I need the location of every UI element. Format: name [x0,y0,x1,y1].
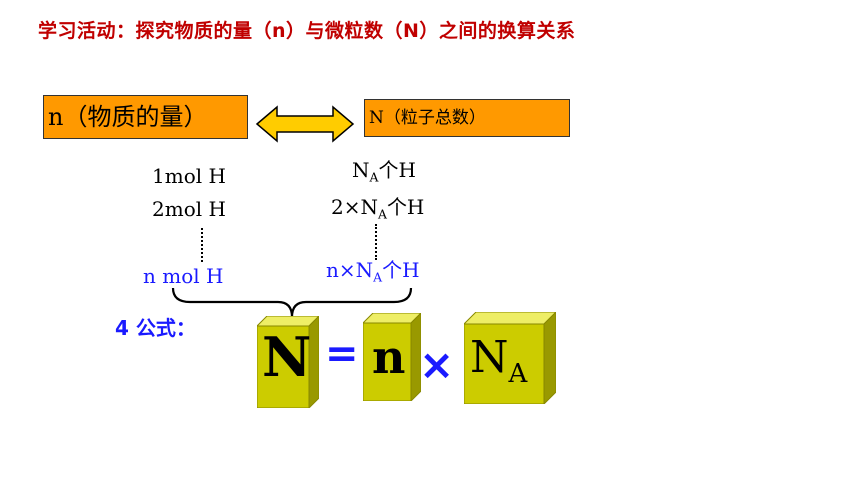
cube-n [363,313,421,401]
formula-n: n [372,330,406,384]
moles-box: n（物质的量） [43,95,248,139]
right-row-3: n×NA个H [326,258,420,285]
cube-NA [464,312,556,404]
slide-title: 学习活动：探究物质的量（n）与微粒数（N）之间的换算关系 [38,20,576,42]
right-row-1: NA个H [352,158,416,185]
formula-label: 4 公式： [115,316,196,340]
left-row-1: 1mol H [152,164,226,188]
right-dots [375,224,377,260]
times-sign: × [419,340,455,389]
particles-box: N（粒子总数） [364,99,570,137]
double-arrow-icon [255,105,355,143]
left-dots [201,228,203,262]
cube-N [257,316,319,408]
formula-N: N [262,325,312,389]
equals-sign: = [325,331,359,377]
right-row-2: 2×NA个H [331,195,425,222]
left-row-2: 2mol H [152,197,226,221]
left-row-3: n mol H [143,264,224,288]
formula-NA: NA [470,332,528,389]
